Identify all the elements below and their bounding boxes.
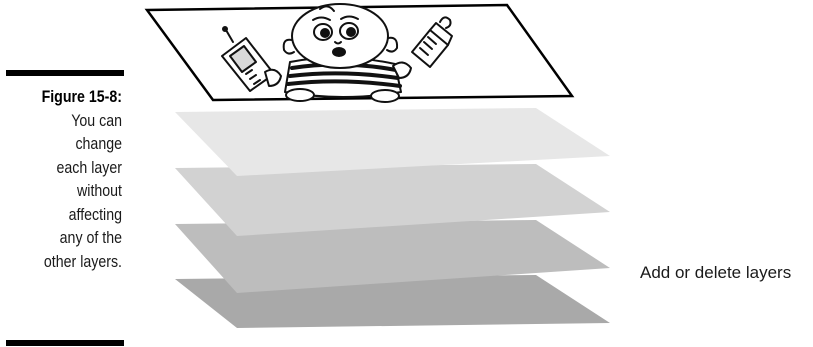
callout-label: Add or delete layers	[640, 263, 791, 283]
layer-1	[175, 108, 610, 176]
top-layer	[147, 4, 572, 102]
